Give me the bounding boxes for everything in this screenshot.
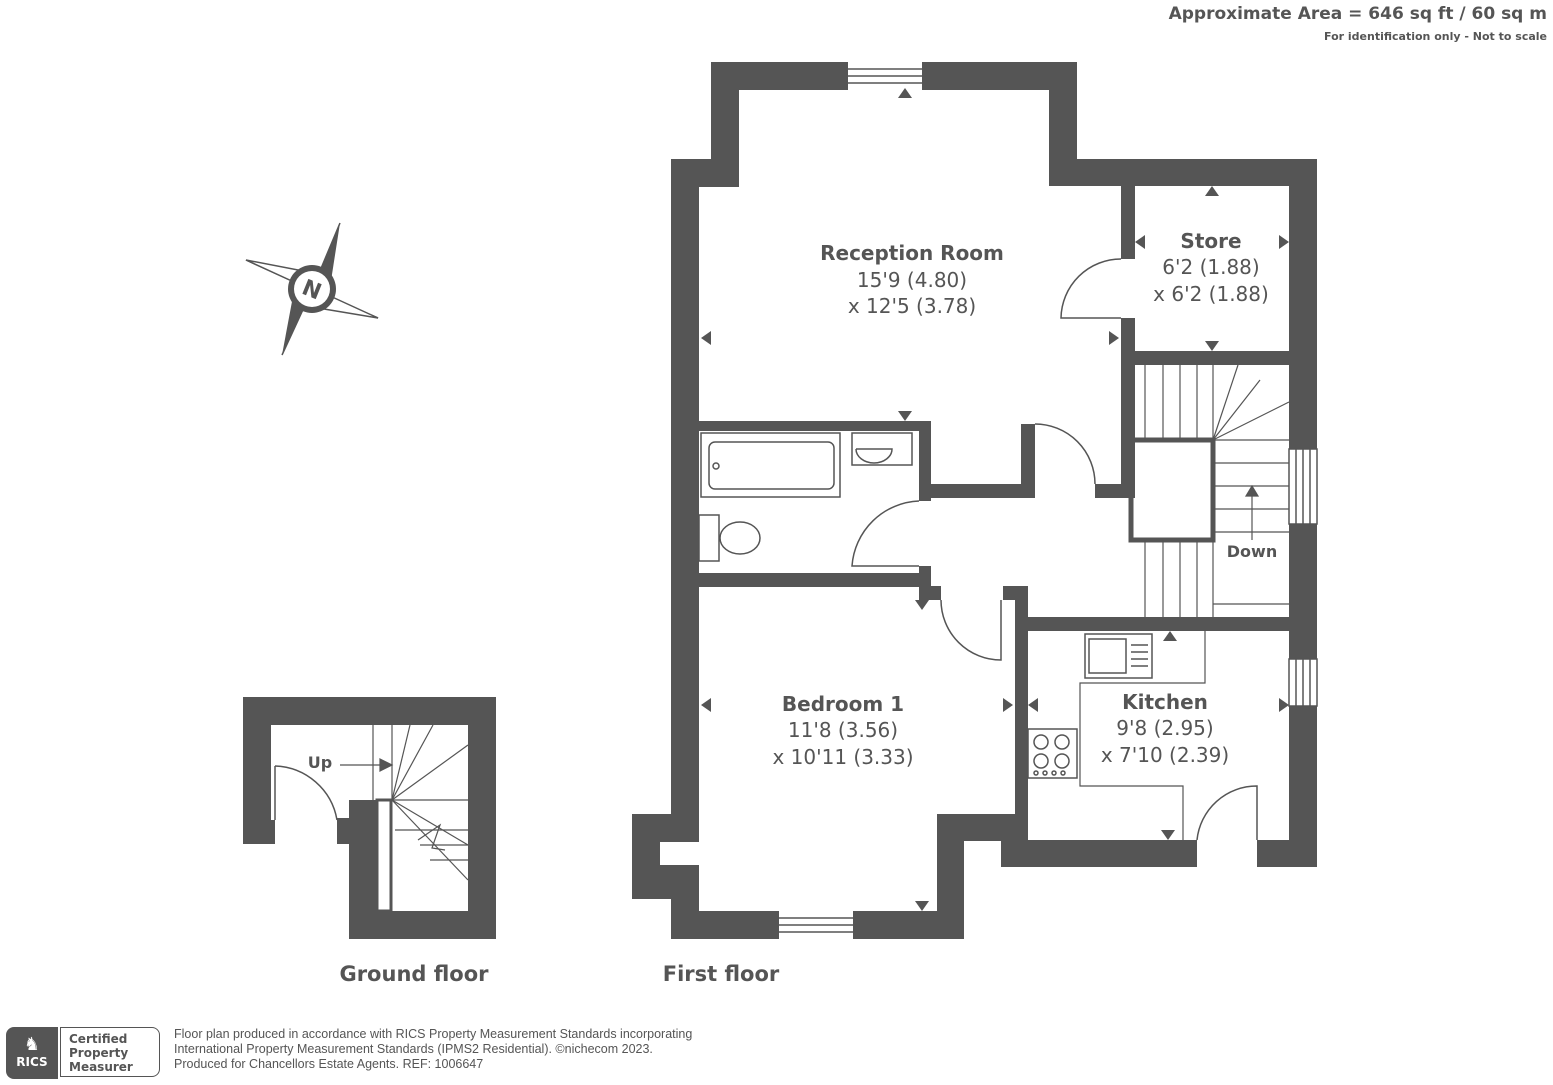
room-reception: Reception Room 15'9 (4.80) x 12'5 (3.78) <box>820 241 1004 318</box>
room-store: Store 6'2 (1.88) x 6'2 (1.88) <box>1153 229 1269 306</box>
room-name: Bedroom 1 <box>782 692 904 716</box>
window <box>1288 448 1318 707</box>
rics-logo-text: RICS <box>16 1055 48 1069</box>
cert-line: Property <box>69 1046 129 1060</box>
basin-icon <box>851 432 913 466</box>
dimension-markers <box>701 88 1289 911</box>
room-name: Reception Room <box>820 241 1004 265</box>
staircase <box>340 724 469 913</box>
footer-notes: Floor plan produced in accordance with R… <box>174 1027 692 1072</box>
room-kitchen: Kitchen 9'8 (2.95) x 7'10 (2.39) <box>1101 690 1229 767</box>
room-bedroom-1: Bedroom 1 11'8 (3.56) x 10'11 (3.33) <box>772 692 913 769</box>
hob-icon <box>1027 728 1078 779</box>
certified-property-measurer: Certified Property Measurer <box>60 1027 160 1077</box>
disclaimer: For identification only - Not to scale <box>1324 30 1547 43</box>
room-dimension: 11'8 (3.56) <box>788 718 898 742</box>
room-dimension: x 6'2 (1.88) <box>1153 282 1269 306</box>
footer-line: Produced for Chancellors Estate Agents. … <box>174 1057 484 1071</box>
cert-line: Certified <box>69 1032 128 1046</box>
cert-line: Measurer <box>69 1060 133 1074</box>
room-dimension: 15'9 (4.80) <box>857 268 967 292</box>
ground-floor-door <box>274 765 338 821</box>
room-name: Kitchen <box>1122 690 1208 714</box>
area-summary: Approximate Area = 646 sq ft / 60 sq m F… <box>1169 4 1547 43</box>
sink-icon <box>1084 633 1153 679</box>
room-dimension: 9'8 (2.95) <box>1116 716 1213 740</box>
ground-floor-walls <box>243 697 496 939</box>
compass-icon: N <box>245 222 379 356</box>
doors <box>851 258 1258 841</box>
floor-label-ground: Ground floor <box>339 962 489 986</box>
room-dimension: x 12'5 (3.78) <box>848 294 976 318</box>
room-name: Store <box>1180 229 1241 253</box>
staircase <box>1128 364 1290 617</box>
footer-line: International Property Measurement Stand… <box>174 1042 653 1056</box>
stairs-down-label: Down <box>1227 542 1277 561</box>
room-dimension: x 7'10 (2.39) <box>1101 743 1229 767</box>
toilet-icon <box>698 514 761 562</box>
stairs-up-label: Up <box>308 753 332 772</box>
rics-badge: ♞ RICS Certified Property Measurer <box>6 1027 162 1079</box>
floor-label-first: First floor <box>663 962 780 986</box>
approximate-area: Approximate Area = 646 sq ft / 60 sq m <box>1168 4 1547 24</box>
room-dimension: x 10'11 (3.33) <box>772 745 913 769</box>
rics-logo: ♞ RICS <box>6 1027 58 1079</box>
footer-line: Floor plan produced in accordance with R… <box>174 1027 693 1041</box>
first-floor-walls <box>632 62 1317 939</box>
room-dimension: 6'2 (1.88) <box>1162 255 1259 279</box>
lion-emblem-icon: ♞ <box>23 1034 41 1055</box>
bath-icon <box>700 432 841 498</box>
worktop <box>1079 631 1206 840</box>
